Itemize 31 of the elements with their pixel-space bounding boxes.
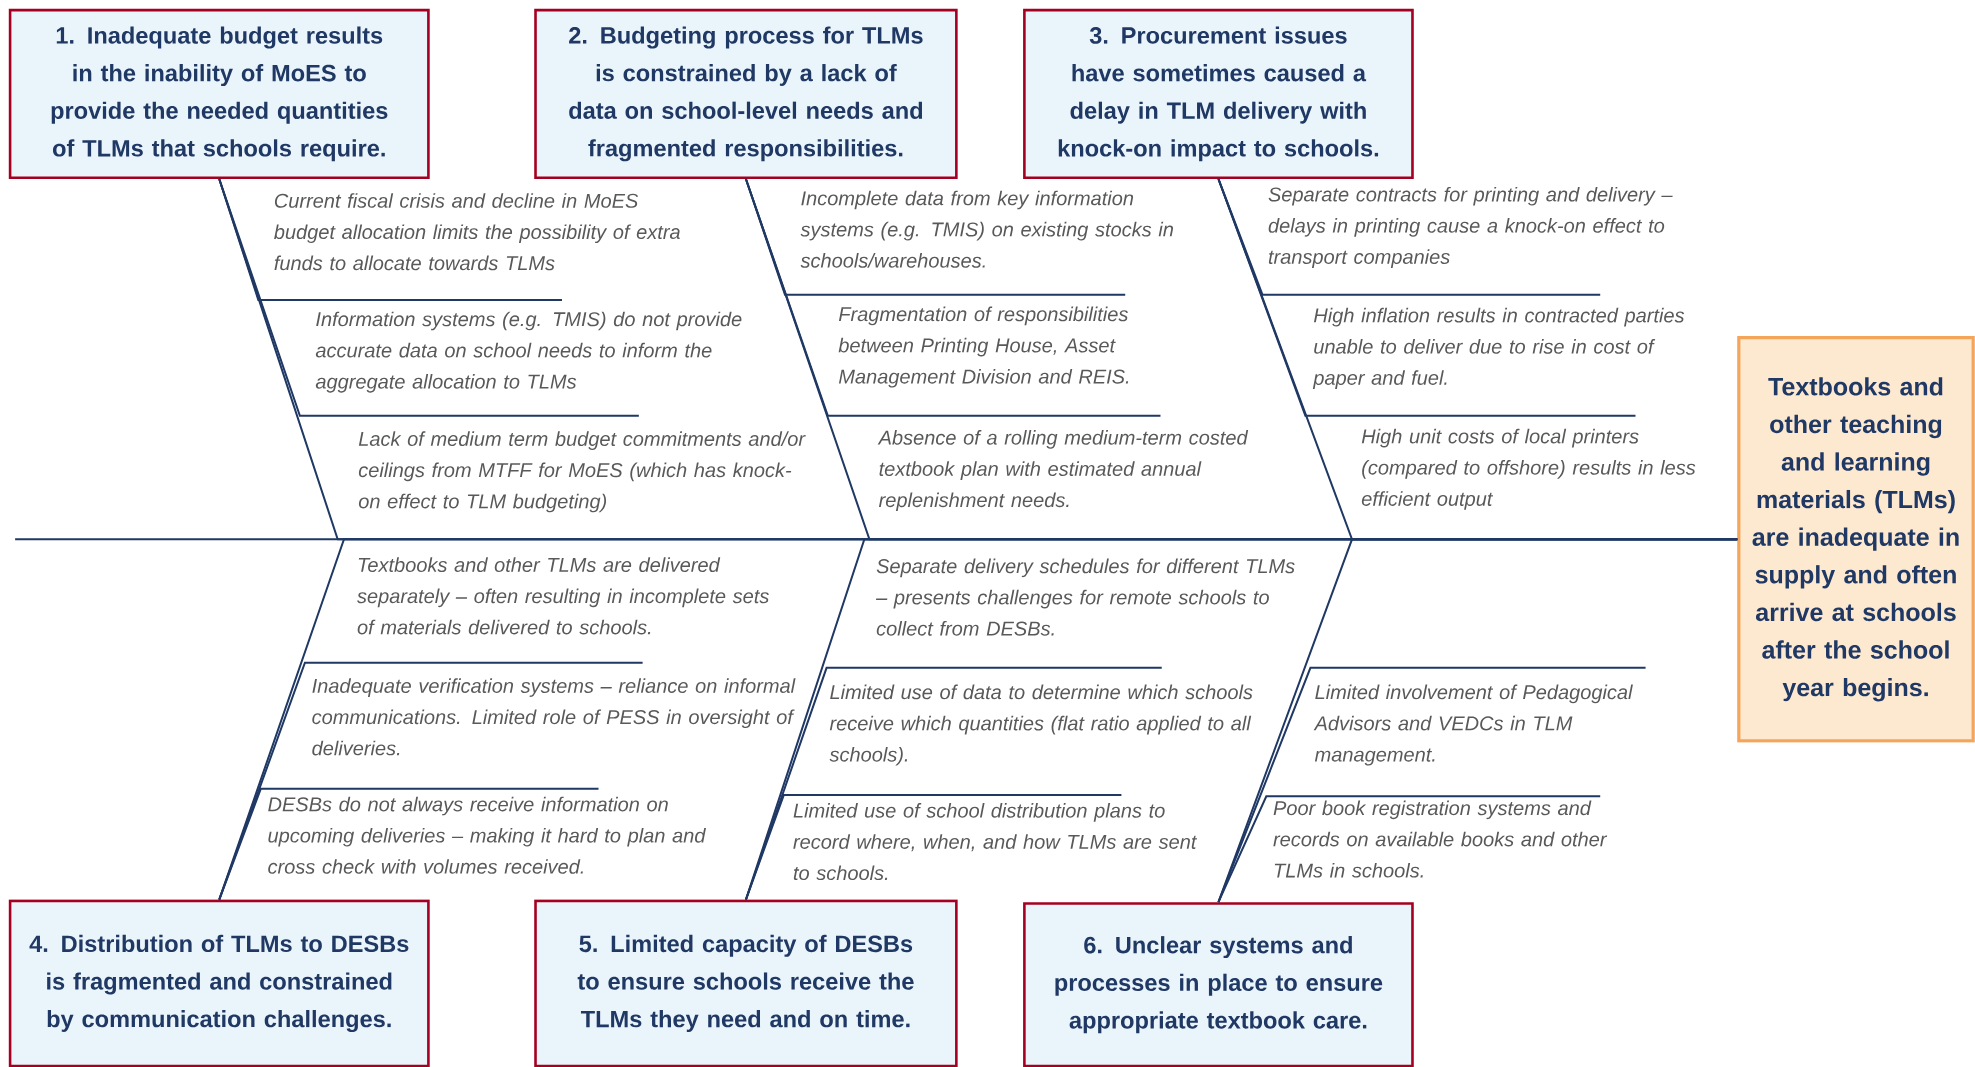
branch-line: [1217, 795, 1602, 904]
cause-text: Separate delivery schedules for different TLMs – presents challenges for remote schools to collect from DESBs.: [876, 558, 1295, 636]
category-box: 5. Limited capacity of DESBs to ensure schools receive the TLMs they need and on time.: [534, 899, 958, 1067]
category-box: 3. Procurement issues have sometimes caused a delay in TLM delivery with knock-on impact to schools.: [1023, 8, 1414, 179]
cause-text: High inflation results in contracted parties unable to deliver due to rise in cost of paper and fuel.: [1312, 307, 1685, 389]
cause-text: Inadequate verification systems – reliance on informal communications. Limited role of PESS in oversight of deliveries.: [312, 678, 796, 756]
fishbone-spine: [14, 538, 1739, 541]
cause-text: Poor book registration systems and records on available books and other TLMs in schools.: [1273, 800, 1608, 878]
cause-text: Limited use of school distribution plans to record where, when, and how TLMs are sent to schools.: [793, 803, 1198, 881]
branch-line: [1217, 178, 1637, 417]
cause-text: DESBs do not always receive information on upcoming deliveries – making it hard to plan and cross check with volumes received.: [268, 796, 706, 874]
cause-text: Current fiscal crisis and decline in MoES budget allocation limits the possibility of extra funds to allocate towards TLMs: [274, 193, 680, 271]
effect-box: Textbooks and other teaching and learning materials (TLMs) are inadequate in supply and often arrive at schools after the school year begins.: [1737, 336, 1975, 743]
category-box: 4. Distribution of TLMs to DESBs is fragmented and constrained by communication challenges.: [8, 899, 430, 1067]
branch-line: [744, 178, 1162, 417]
cause-text: Information systems (e.g. TMIS) do not provide accurate data on school needs to inform the aggregate allocation to TLMs: [315, 311, 742, 393]
category-box: 6. Unclear systems and processes in place to ensure appropriate textbook care.: [1023, 902, 1414, 1067]
cause-text: Limited use of data to determine which schools receive which quantities (flat ratio applied to all schools).: [829, 684, 1253, 766]
cause-text: High unit costs of local printers (compared to offshore) results in less efficient output: [1361, 428, 1696, 510]
cause-text: Textbooks and other TLMs are delivered separately – often resulting in incomplete sets of materials delivered to schools.: [357, 557, 769, 635]
cause-text: Fragmentation of responsibilities between Printing House, Asset Management Division and REIS.: [838, 306, 1129, 388]
branch-line: [218, 178, 640, 417]
cause-text: Absence of a rolling medium-term costed textbook plan with estimated annual replenishment needs.: [877, 430, 1249, 512]
cause-text: Lack of medium term budget commitments and/or ceilings from MTFF for MoES (which has knock-on effect to TLM budgeting): [358, 431, 806, 513]
category-box: 2. Budgeting process for TLMs is constrained by a lack of data on school-level needs and fragmented responsibilities.: [534, 8, 958, 179]
branch-line: [218, 787, 600, 901]
branch-line: [744, 794, 1123, 901]
category-box: 1. Inadequate budget results in the inability of MoES to provide the needed quantities of TLMs that schools require.: [8, 8, 430, 179]
cause-text: Incomplete data from key information systems (e.g. TMIS) on existing stocks in schools/warehouses.: [800, 190, 1173, 268]
cause-text: Limited involvement of Pedagogical Advisors and VEDCs in TLM management.: [1313, 684, 1633, 766]
cause-text: Separate contracts for printing and delivery – delays in printing cause a knock-on effect to transport companies: [1268, 186, 1673, 268]
